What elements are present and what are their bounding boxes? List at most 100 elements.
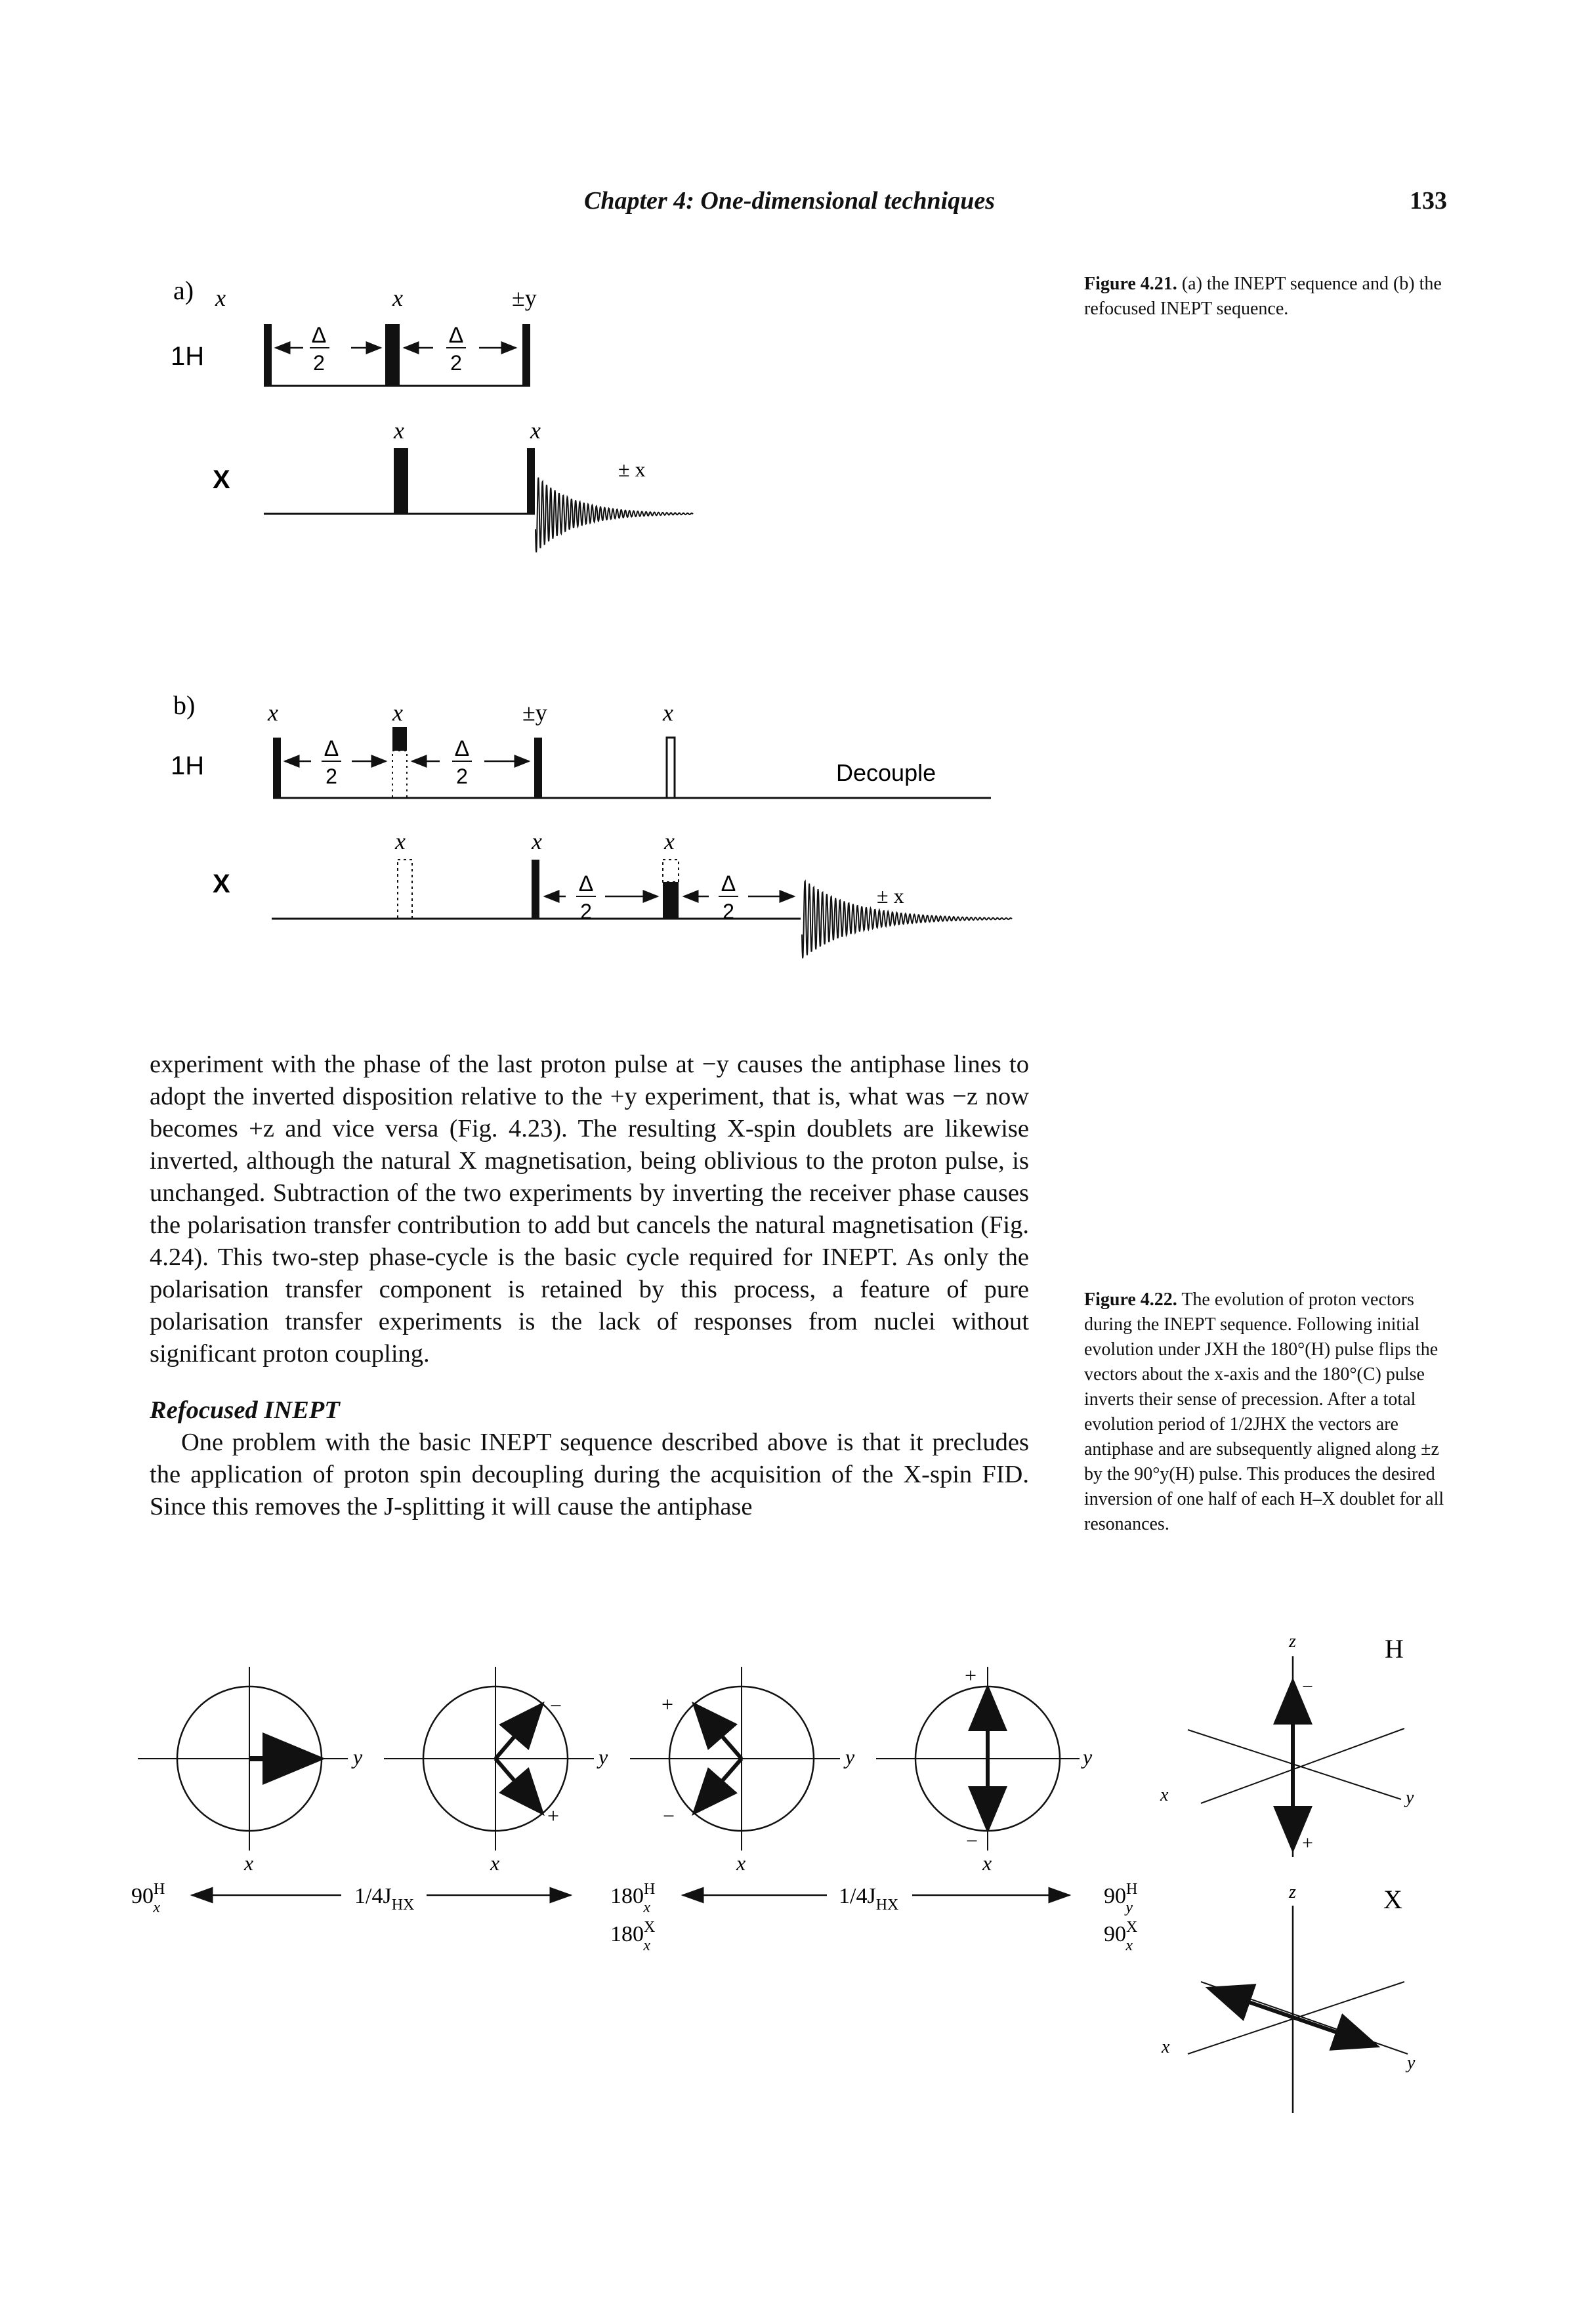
- vector-circle-4: + − y x: [876, 1664, 1093, 1875]
- panel-b-h-phase-3: ±y: [522, 700, 547, 726]
- body-paragraph-1: experiment with the phase of the last pr…: [150, 1051, 1029, 1368]
- axis-y-label: y: [351, 1745, 363, 1768]
- section-heading: Refocused INEPT: [150, 1396, 340, 1424]
- panel-a-label: a): [173, 276, 194, 305]
- panel-a-x-channel: X: [213, 465, 230, 494]
- panel-b-x-phase-1: x: [394, 828, 406, 854]
- panel-b-acq-phase: ± x: [877, 884, 904, 908]
- panel-b-x-pulse-90: [532, 860, 539, 919]
- axis-x-label: x: [1161, 2037, 1170, 2057]
- panel-b-x-pulse-180-dotted-top: [662, 859, 679, 883]
- frame-h: z H − + x y: [1160, 1631, 1414, 1857]
- panel-b-h-phase-2: x: [392, 700, 403, 726]
- axis-y-label: y: [1081, 1745, 1093, 1768]
- figure-4-22-caption-label: Figure 4.22.: [1084, 1289, 1177, 1310]
- page-number: 133: [1410, 187, 1447, 215]
- panel-b-delay-symbol: Δ: [455, 736, 470, 761]
- panel-a-delay-symbol: Δ: [312, 323, 327, 348]
- panel-a-h-pulse-180: [385, 324, 400, 386]
- panel-b-h-channel: 1H: [171, 751, 204, 780]
- body-text: experiment with the phase of the last pr…: [150, 1049, 1029, 1523]
- axis-x-label: x: [982, 1851, 992, 1875]
- plus-label: +: [1302, 1832, 1313, 1854]
- panel-a-delay-divisor: 2: [313, 351, 325, 375]
- panel-a-h-phase-1: x: [215, 285, 226, 311]
- minus-label: −: [663, 1804, 675, 1828]
- figure-4-21-caption-text: (a) the INEPT sequence and (b) the refoc…: [1084, 274, 1442, 319]
- frame-x: z X x y: [1161, 1882, 1416, 2113]
- panel-b-delay-symbol: Δ: [324, 736, 339, 761]
- axis-x-label: x: [490, 1851, 499, 1875]
- axis-z-label: z: [1288, 1882, 1296, 1902]
- minus-label: −: [1302, 1676, 1313, 1698]
- figure-4-21-caption-label: Figure 4.21.: [1084, 274, 1177, 294]
- panel-a-acq-phase: ± x: [618, 457, 646, 481]
- figure-4-21-caption: Figure 4.21. (a) the INEPT sequence and …: [1084, 272, 1452, 322]
- panel-b-x-channel: X: [213, 869, 230, 898]
- minus-label: −: [966, 1829, 978, 1852]
- panel-b-delay-divisor: 2: [456, 764, 468, 788]
- axis-y-label: y: [1405, 2053, 1416, 2073]
- panel-b-x-phase-2: x: [531, 828, 542, 854]
- panel-a-x-phase-1: x: [393, 417, 404, 444]
- panel-b-x-pulse-180-dotted: [397, 859, 413, 919]
- running-title: Chapter 4: One-dimensional techniques: [584, 187, 995, 215]
- panel-b-decouple-label: Decouple: [836, 759, 936, 786]
- vector-circle-1: y x: [138, 1667, 363, 1875]
- evolution-label-2: 1/4JHX: [839, 1884, 898, 1914]
- panel-a-h-pulse-90y: [522, 324, 530, 386]
- panel-b-h-pulse-180-dotted: [392, 750, 408, 799]
- panel-a-fid: [535, 477, 694, 553]
- panel-b-h-pulse-90-refocus: [665, 736, 676, 799]
- panel-a-h-pulse-90: [264, 324, 272, 386]
- panel-b-fid: [801, 879, 1013, 959]
- panel-b-x-phase-3: x: [663, 828, 675, 854]
- plus-label: +: [662, 1692, 673, 1716]
- evolution-label-1: 1/4JHX: [354, 1884, 414, 1914]
- panel-b-h-pulse-180: [392, 727, 407, 751]
- axis-y-label: y: [1404, 1788, 1414, 1808]
- axis-z-label: z: [1288, 1631, 1296, 1652]
- panel-b-h-phase-4: x: [662, 700, 673, 726]
- panel-b-h-pulse-90: [273, 738, 281, 798]
- frame-x-label: X: [1383, 1885, 1402, 1914]
- plus-label: +: [547, 1804, 559, 1828]
- minus-label: −: [550, 1694, 562, 1717]
- axis-y-label: y: [843, 1745, 855, 1768]
- panel-a-x-pulse-90: [527, 448, 535, 514]
- panel-b-delay-divisor: 2: [580, 900, 592, 923]
- panel-a-x-pulse-180: [394, 448, 408, 514]
- panel-a-h-phase-2: x: [392, 285, 403, 311]
- panel-b-h-phase-1: x: [267, 700, 278, 726]
- panel-b-delay-divisor: 2: [723, 900, 734, 923]
- figure-4-22-caption-text: The evolution of proton vectors during t…: [1084, 1289, 1444, 1534]
- panel-b-delay-symbol: Δ: [579, 871, 594, 896]
- figure-4-21-pulse-sequences: a) 1H x x ±y Δ 2 Δ 2 X x x ± x b) 1H x x…: [171, 276, 1013, 959]
- panel-a-h-phase-3: ±y: [512, 285, 537, 311]
- axis-x-label: x: [243, 1851, 253, 1875]
- frame-h-label: H: [1385, 1634, 1404, 1664]
- panel-a-x-phase-2: x: [530, 417, 541, 444]
- panel-a-delay-divisor: 2: [450, 351, 462, 375]
- axis-y-label: y: [597, 1745, 608, 1768]
- panel-b-h-pulse-90y: [534, 738, 542, 798]
- axis-x-label: x: [736, 1851, 746, 1875]
- vector-circle-3: + − y x: [630, 1667, 855, 1875]
- vector-circle-2: − + y x: [384, 1667, 608, 1875]
- figure-4-22-caption: Figure 4.22. The evolution of proton vec…: [1084, 1287, 1452, 1537]
- panel-b-delay-symbol: Δ: [721, 871, 736, 896]
- panel-a-h-channel: 1H: [171, 342, 204, 371]
- axis-x-label: x: [1160, 1785, 1169, 1805]
- body-paragraph-2: One problem with the basic INEPT sequenc…: [150, 1429, 1029, 1520]
- panel-b-label: b): [173, 690, 195, 720]
- panel-b-x-pulse-180: [663, 882, 679, 919]
- panel-a-delay-symbol: Δ: [449, 323, 464, 348]
- panel-b-delay-divisor: 2: [326, 764, 337, 788]
- plus-label: +: [965, 1664, 976, 1687]
